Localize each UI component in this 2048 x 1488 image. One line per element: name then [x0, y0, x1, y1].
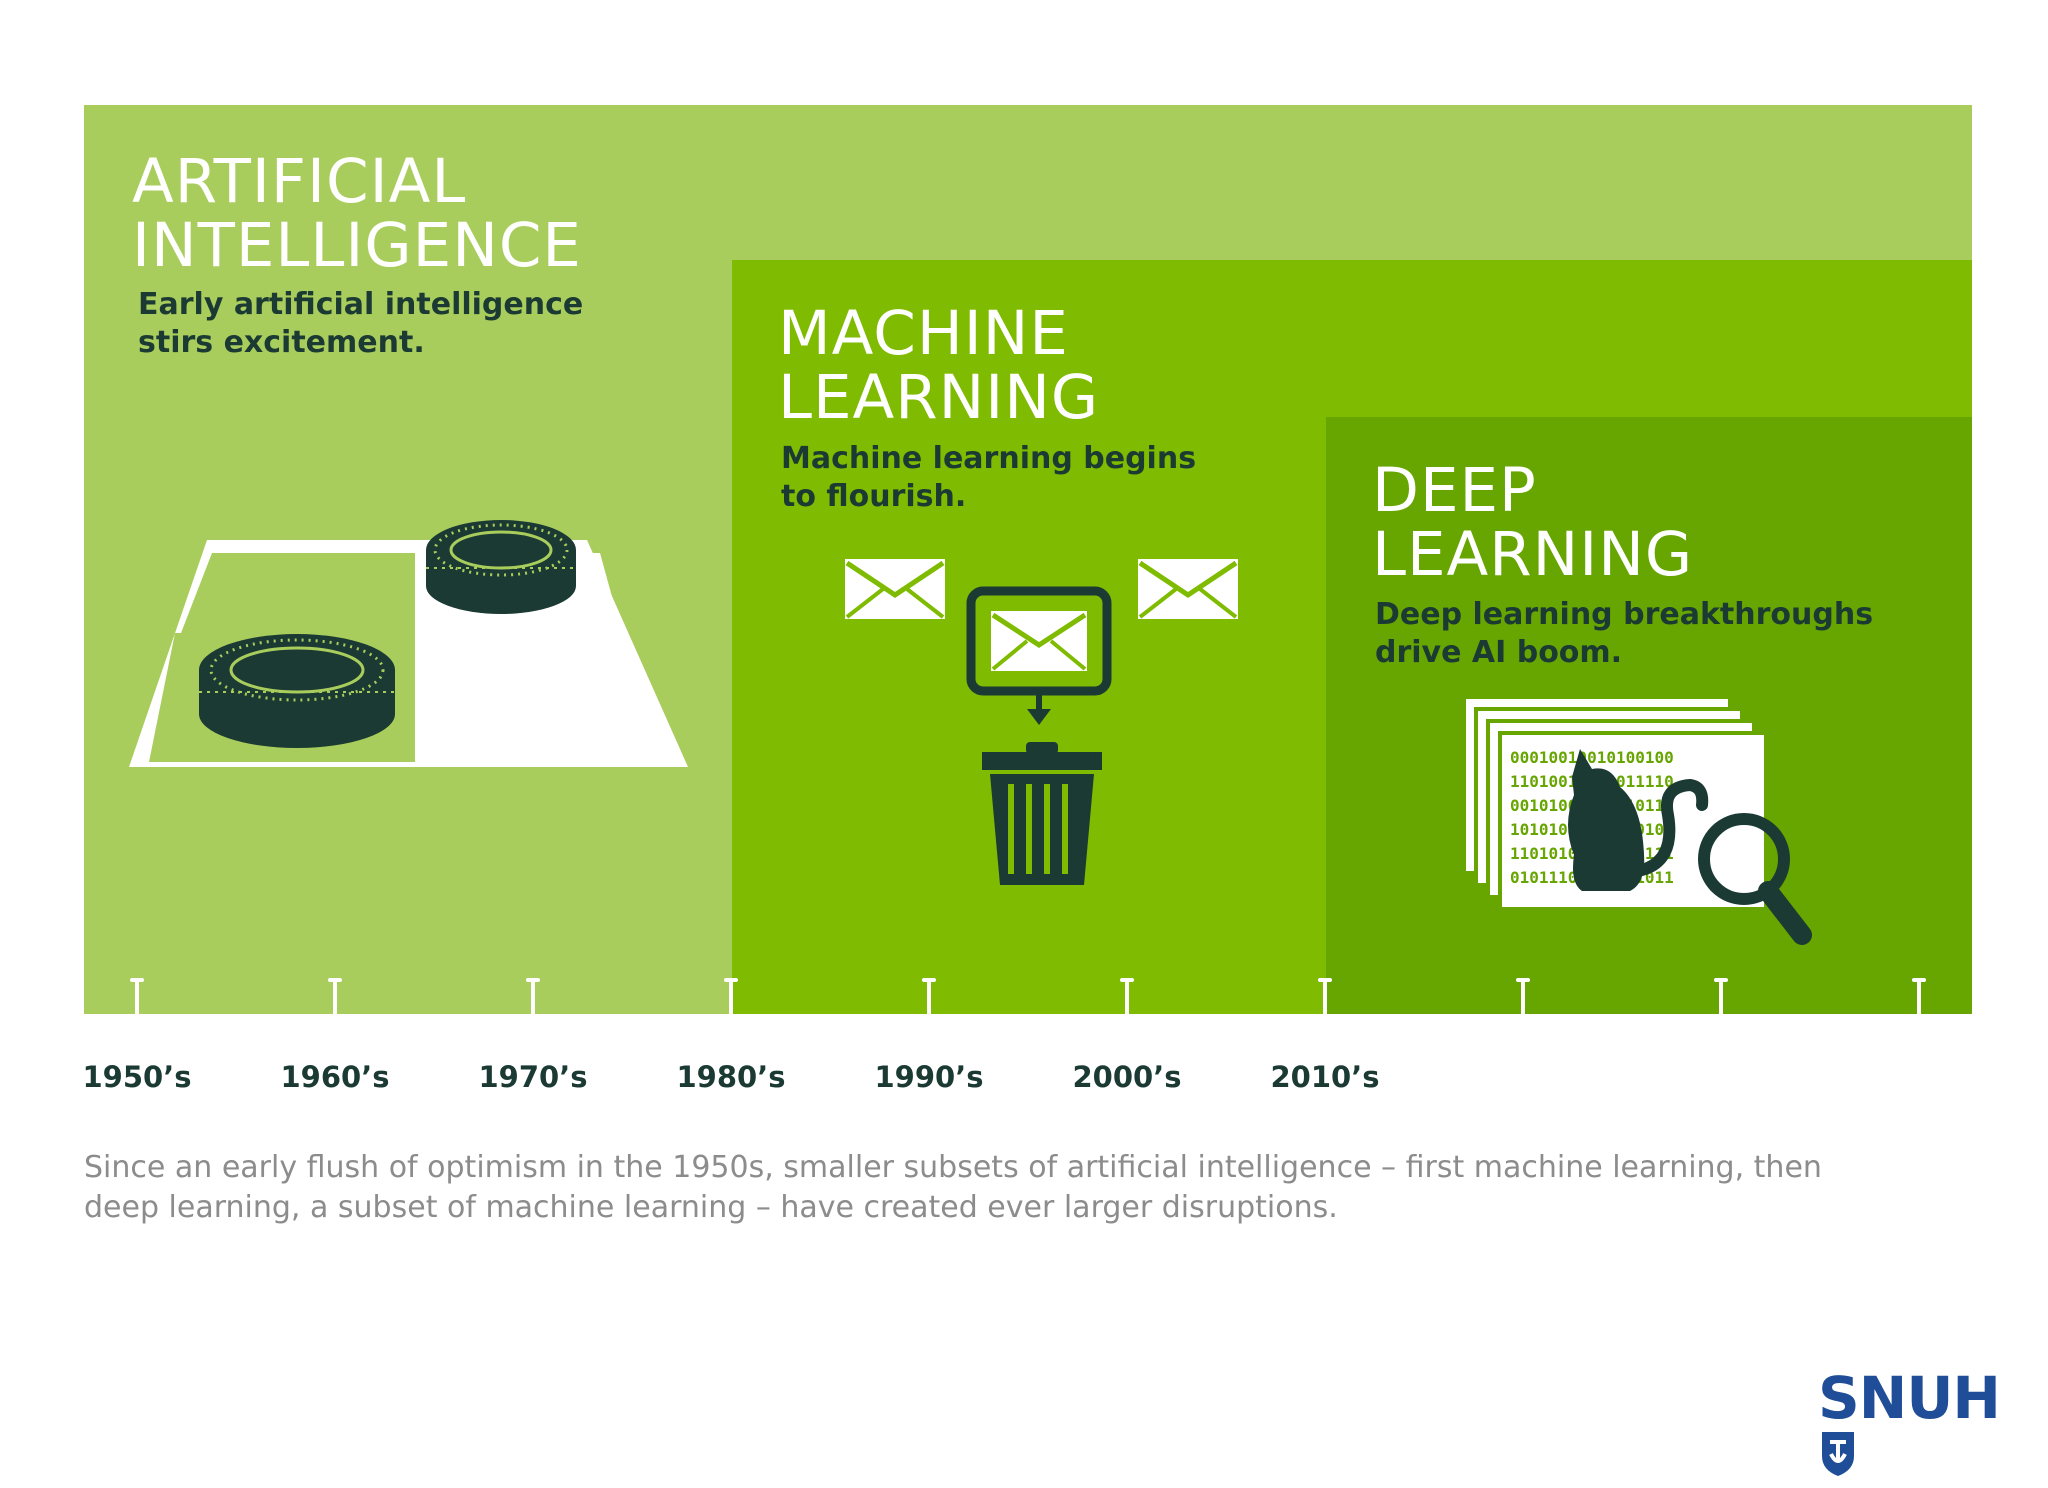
timeline-label: 1960’s: [255, 1060, 415, 1094]
timeline-tick-base: [130, 978, 144, 982]
ml-subtitle: Machine learning begins to flourish.: [781, 440, 1196, 516]
snuh-logo: SNUH: [1818, 1368, 2048, 1488]
timeline-tick: [927, 982, 931, 1038]
timeline-tick-base: [922, 978, 936, 982]
trash-can-icon: [980, 740, 1105, 890]
timeline-tick: [729, 982, 733, 1038]
timeline-tick: [1125, 982, 1129, 1038]
ai-title: ARTIFICIAL INTELLIGENCE: [132, 150, 582, 278]
timeline-tick-base: [1714, 978, 1728, 982]
timeline-tick-base: [724, 978, 738, 982]
envelope-icon: [1136, 557, 1241, 622]
timeline-label: 2010’s: [1245, 1060, 1405, 1094]
timeline-label: 1990’s: [849, 1060, 1009, 1094]
timeline-tick: [531, 982, 535, 1038]
shield-icon: [1820, 1428, 1856, 1478]
timeline-tick-base: [1516, 978, 1530, 982]
timeline-tick: [135, 982, 139, 1038]
logo-text: SNUH: [1818, 1364, 2000, 1432]
timeline-label: 2000’s: [1047, 1060, 1207, 1094]
timeline-tick: [333, 982, 337, 1038]
timeline-tick-base: [526, 978, 540, 982]
timeline-tick-base: [1120, 978, 1134, 982]
cat-image-icon: 0001001001010010011010011101011110001010…: [1462, 695, 1822, 955]
timeline-label: 1950’s: [57, 1060, 217, 1094]
binary-text-line: 00010010010100100: [1510, 748, 1674, 767]
timeline-tick-base: [1318, 978, 1332, 982]
timeline-label: 1970’s: [453, 1060, 613, 1094]
selected-envelope-icon: [965, 585, 1115, 730]
timeline-tick-base: [1912, 978, 1926, 982]
checkers-board-icon: [125, 490, 705, 780]
timeline-tick: [1917, 982, 1921, 1038]
dl-subtitle: Deep learning breakthroughs drive AI boo…: [1375, 596, 1873, 672]
ai-subtitle: Early artificial intelligence stirs exci…: [138, 286, 583, 362]
timeline-tick: [1323, 982, 1327, 1038]
dl-title: DEEP LEARNING: [1372, 459, 1693, 587]
timeline-tick: [1719, 982, 1723, 1038]
caption: Since an early flush of optimism in the …: [84, 1148, 1904, 1228]
timeline-tick-base: [328, 978, 342, 982]
envelope-icon: [843, 557, 948, 622]
timeline-label: 1980’s: [651, 1060, 811, 1094]
timeline-tick: [1521, 982, 1525, 1038]
ml-title: MACHINE LEARNING: [778, 302, 1099, 430]
